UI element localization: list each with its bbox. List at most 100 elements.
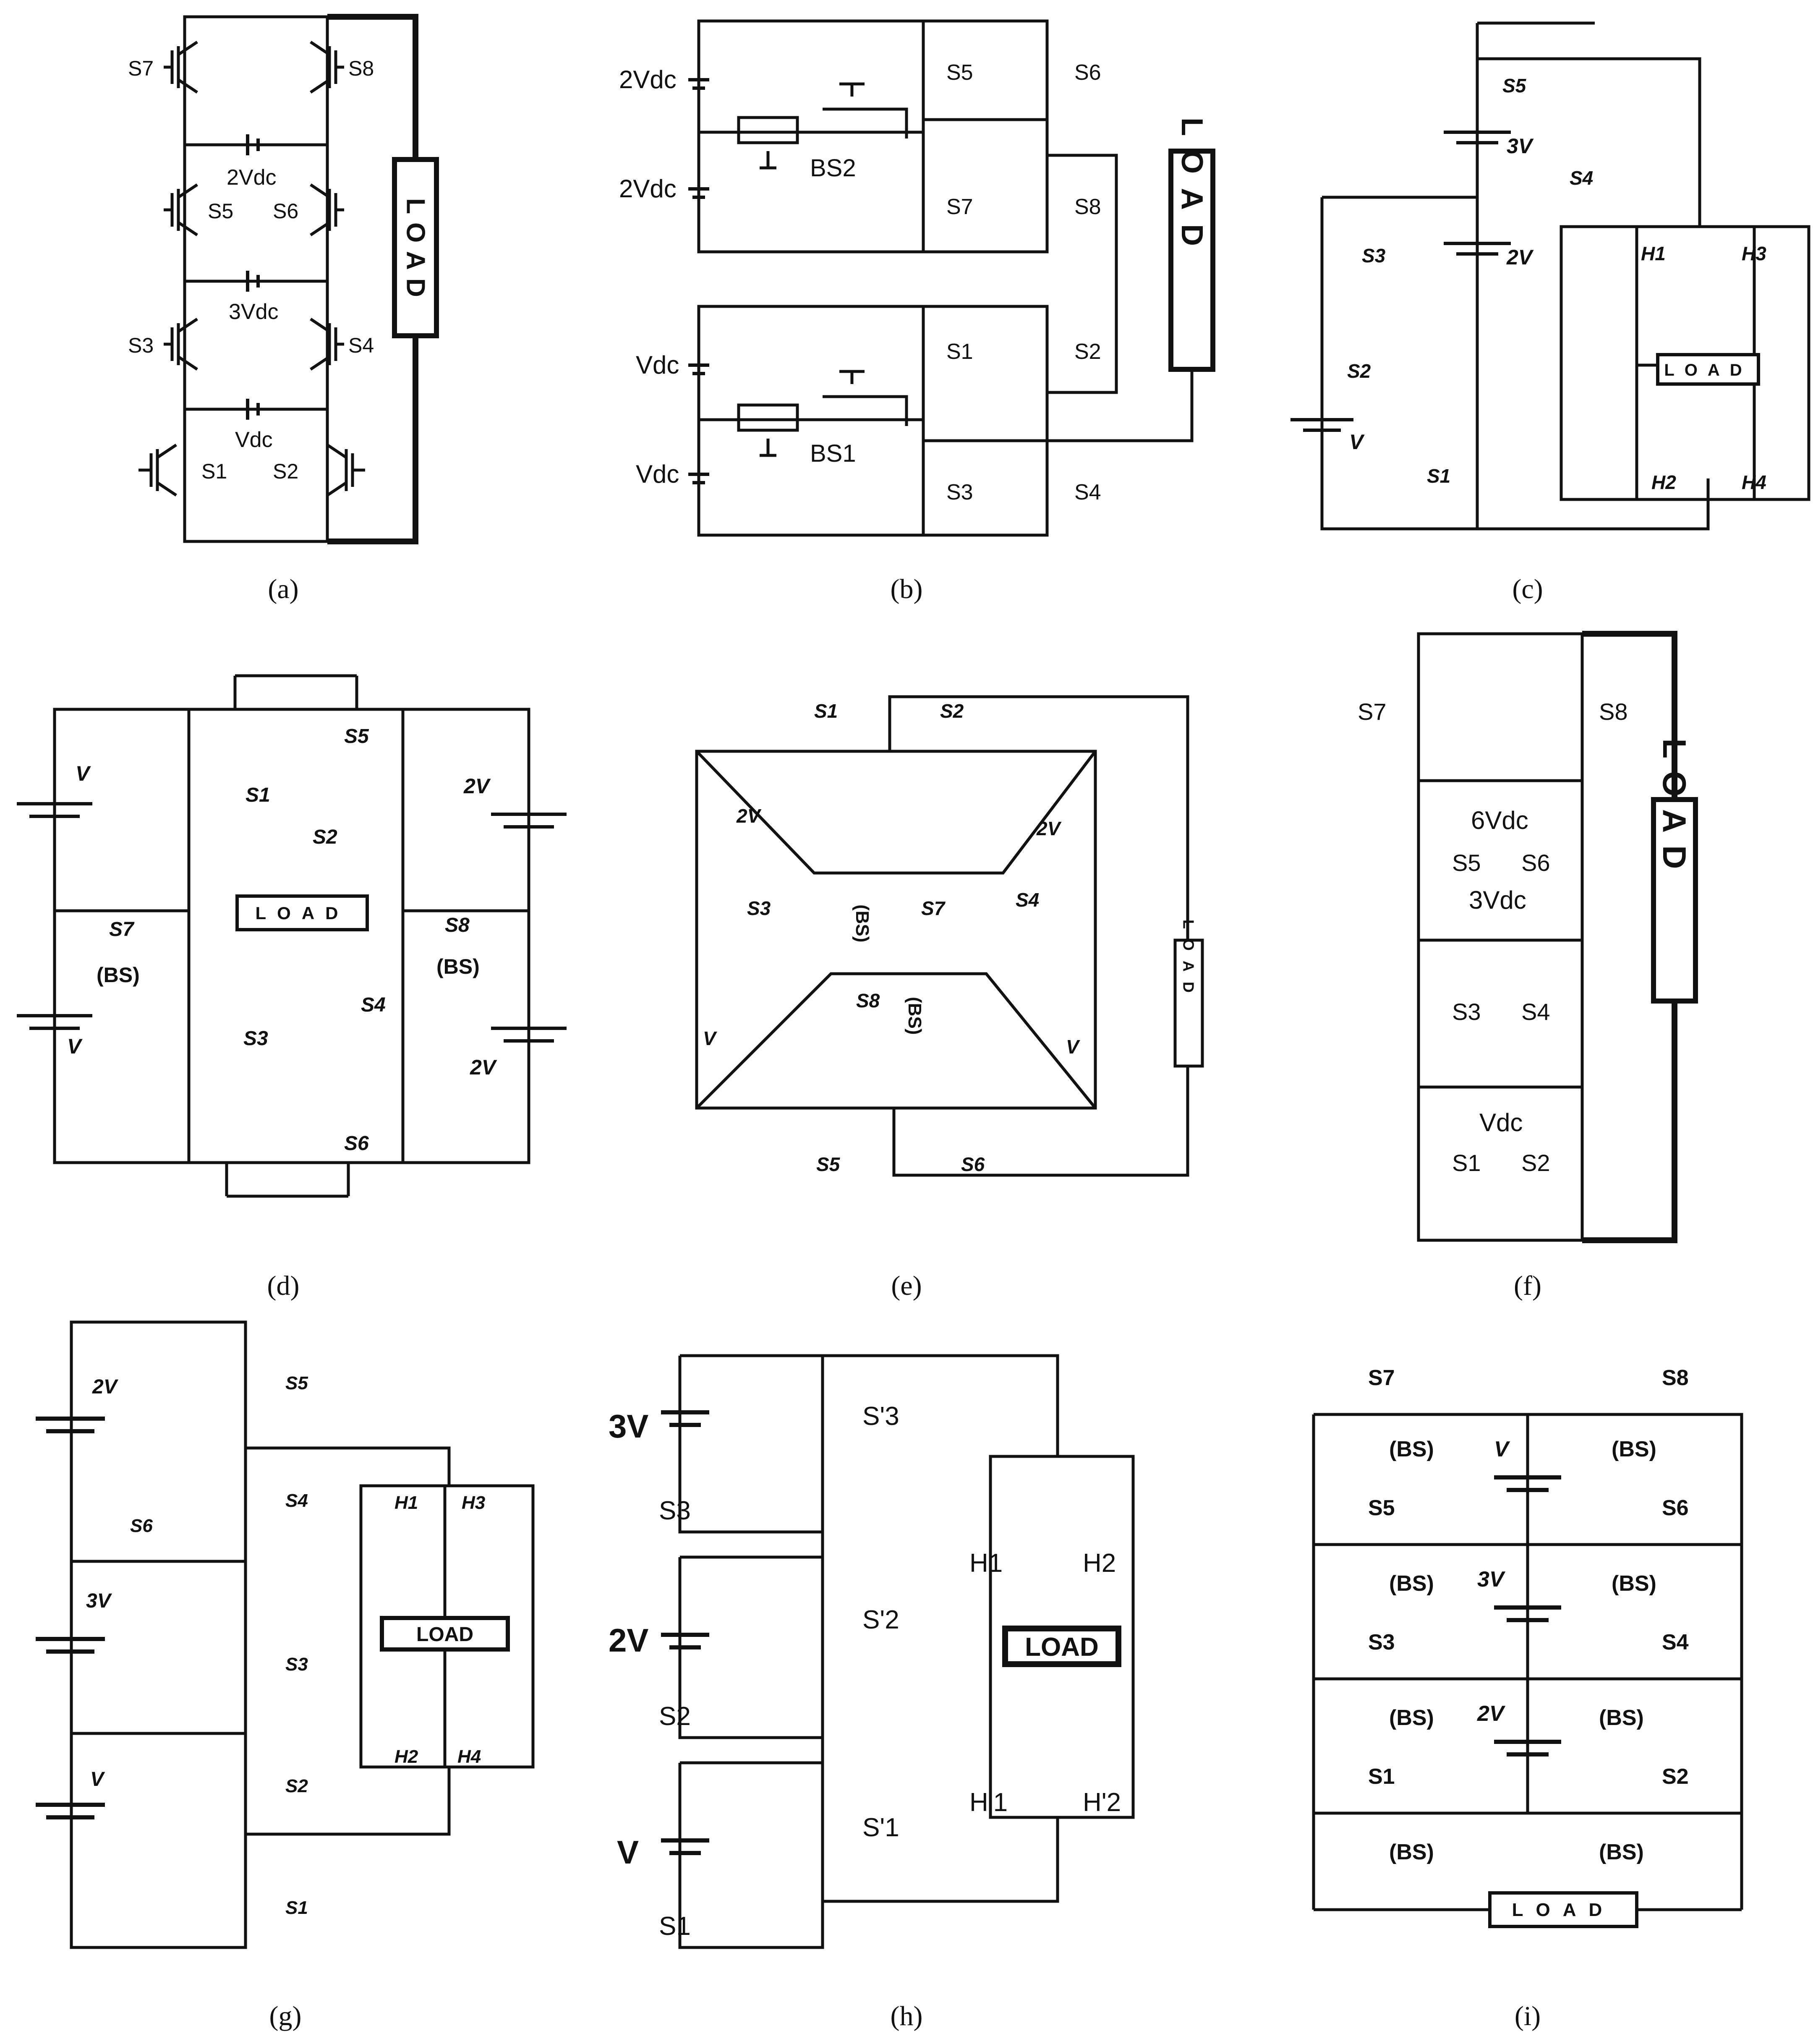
source-label-v-i: V xyxy=(1494,1437,1510,1461)
bs-label-4-i: (BS) xyxy=(1612,1571,1656,1596)
bridge-label-h3-c: H3 xyxy=(1742,243,1766,264)
load-label-e: LOAD xyxy=(1180,920,1197,1003)
source-label-3v-c: 3V xyxy=(1507,134,1534,158)
switch-label-s3-i: S3 xyxy=(1368,1630,1395,1655)
switch-label-s8-a: S8 xyxy=(348,57,374,80)
dc-sources-a xyxy=(246,134,260,420)
bridge-label-h2-c: H2 xyxy=(1651,471,1676,493)
dc-sources-c xyxy=(1291,131,1511,432)
switch-label-s2-g: S2 xyxy=(285,1776,308,1796)
bs-label-6-i: (BS) xyxy=(1599,1706,1644,1730)
switch-label-s8-b: S8 xyxy=(1074,195,1101,219)
switch-label-s5-a: S5 xyxy=(208,199,233,223)
switch-label-s2-e: S2 xyxy=(940,700,964,722)
panel-c: LOAD 3V 2V V S5 S4 S3 S2 S1 H1 H3 H2 H4 … xyxy=(1291,21,1810,604)
switch-label-s4-c: S4 xyxy=(1570,167,1593,189)
switch-label-s4-a: S4 xyxy=(348,334,374,357)
dc-sources-b xyxy=(688,78,709,484)
load-g xyxy=(380,1616,510,1652)
bs-label-5-i: (BS) xyxy=(1389,1706,1434,1730)
source-label-3vdc-f: 3Vdc xyxy=(1469,886,1526,914)
bs-label-upper-e: (BS) xyxy=(852,904,873,942)
switch-label-s3-b: S3 xyxy=(946,480,973,504)
switch-label-s6-d: S6 xyxy=(344,1132,369,1155)
bs-label-lower-e: (BS) xyxy=(904,997,925,1035)
bridge-label-h1prime-h: H'1 xyxy=(969,1788,1008,1817)
switch-label-s4-g: S4 xyxy=(285,1490,308,1511)
switch-label-s5-g: S5 xyxy=(285,1373,308,1393)
caption-c: (c) xyxy=(1512,574,1543,604)
switch-label-s4-b: S4 xyxy=(1074,480,1101,504)
load-label-i: LOAD xyxy=(1512,1900,1615,1920)
switch-label-s2prime-h: S'2 xyxy=(862,1605,899,1634)
panel-e: LOAD S1 S2 2V 2V S3 (BS) S7 S4 S8 (BS) V… xyxy=(695,695,1204,1301)
switch-label-s2-i: S2 xyxy=(1662,1764,1689,1789)
switch-label-s4-e: S4 xyxy=(1016,889,1039,911)
switch-label-s1-a: S1 xyxy=(201,460,227,483)
dc-sources-d xyxy=(17,802,567,1043)
bridge-label-h4-c: H4 xyxy=(1742,471,1766,493)
panel-a: LOAD S7 S8 2Vdc S5 S6 3Vdc S3 S4 Vdc S1 … xyxy=(128,14,439,604)
switch-label-s7-a: S7 xyxy=(128,57,154,80)
switch-label-s6-f: S6 xyxy=(1521,849,1550,876)
switch-label-s3-f: S3 xyxy=(1452,998,1481,1025)
switch-label-s2-b: S2 xyxy=(1074,340,1101,364)
source-label-2v-g: 2V xyxy=(92,1376,119,1398)
switch-label-s1-c: S1 xyxy=(1427,465,1450,487)
switch-label-s1-g: S1 xyxy=(285,1898,308,1918)
source-label-v-h: V xyxy=(617,1834,639,1871)
switch-label-s4-d: S4 xyxy=(361,994,386,1016)
switch-label-s8-f: S8 xyxy=(1599,698,1628,725)
switch-label-s2-f: S2 xyxy=(1521,1150,1550,1176)
panel-g: LOAD 2V 3V V S5 S4 S6 S3 S2 S1 H1 H3 H2 … xyxy=(36,1320,535,2031)
bridge-label-h3-g: H3 xyxy=(462,1492,485,1513)
source-label-2v-i: 2V xyxy=(1477,1702,1506,1726)
switch-label-s5-e: S5 xyxy=(816,1153,841,1175)
dc-sources-i xyxy=(1494,1475,1561,1756)
bridge-label-h1-g: H1 xyxy=(394,1492,418,1513)
switch-label-s4-f: S4 xyxy=(1521,998,1550,1025)
bs-label-bs2-b: BS2 xyxy=(810,154,856,182)
source-label-2v-c: 2V xyxy=(1506,246,1534,269)
load-label-h: LOAD xyxy=(1025,1633,1099,1662)
source-label-3v-g: 3V xyxy=(86,1590,112,1612)
source-label-2vdc-mid-b: 2Vdc xyxy=(619,175,677,203)
bs-label-1-i: (BS) xyxy=(1389,1437,1434,1461)
switch-label-s3-c: S3 xyxy=(1362,245,1386,267)
source-label-2v-h: 2V xyxy=(609,1622,648,1659)
switch-label-s5-i: S5 xyxy=(1368,1496,1395,1520)
source-label-3v-i: 3V xyxy=(1477,1567,1506,1592)
source-label-v-c: V xyxy=(1349,430,1365,454)
switch-label-s8-d: S8 xyxy=(445,914,470,936)
switch-label-s2-c: S2 xyxy=(1347,360,1371,382)
switch-label-s7-i: S7 xyxy=(1368,1366,1395,1390)
source-label-vdc-top-b: Vdc xyxy=(636,351,679,379)
panel-h: LOAD 3V 2V V S'3 S3 S'2 S2 S'1 S1 H1 H2 … xyxy=(609,1354,1135,2031)
source-label-2v-bot-d: 2V xyxy=(470,1056,497,1079)
switch-label-s7-f: S7 xyxy=(1358,698,1387,725)
switch-label-s1-e: S1 xyxy=(814,700,838,722)
switch-label-s3-d: S3 xyxy=(243,1027,268,1050)
igbt-switches-a xyxy=(138,41,365,497)
bridge-label-h2prime-h: H'2 xyxy=(1083,1788,1121,1817)
switch-label-s2-h: S2 xyxy=(659,1702,691,1731)
source-label-2v-left-e: 2V xyxy=(736,805,762,827)
load-label-d: LOAD xyxy=(256,903,349,923)
switch-label-s3-g: S3 xyxy=(285,1654,308,1675)
switch-label-s5-c: S5 xyxy=(1502,75,1527,97)
bs-label-bs1-b: BS1 xyxy=(810,440,856,467)
source-label-vdc-f: Vdc xyxy=(1479,1108,1523,1137)
switch-label-s2-d: S2 xyxy=(313,826,337,848)
switch-label-s6-g: S6 xyxy=(130,1516,153,1536)
switch-label-s1-i: S1 xyxy=(1368,1764,1395,1789)
bridge-label-h2-g: H2 xyxy=(394,1746,418,1767)
switch-label-s7-b: S7 xyxy=(946,195,973,219)
caption-i: (i) xyxy=(1515,2001,1541,2031)
switch-label-s6-i: S6 xyxy=(1662,1496,1689,1520)
panel-b: LOAD 2Vdc 2Vdc Vdc Vdc BS2 BS1 S5 S6 S7 … xyxy=(619,19,1215,604)
source-label-6vdc-f: 6Vdc xyxy=(1471,806,1528,834)
load-label-a: LOAD xyxy=(401,198,430,306)
source-label-2vdc-a: 2Vdc xyxy=(227,165,277,190)
switch-label-s5-b: S5 xyxy=(946,60,973,85)
